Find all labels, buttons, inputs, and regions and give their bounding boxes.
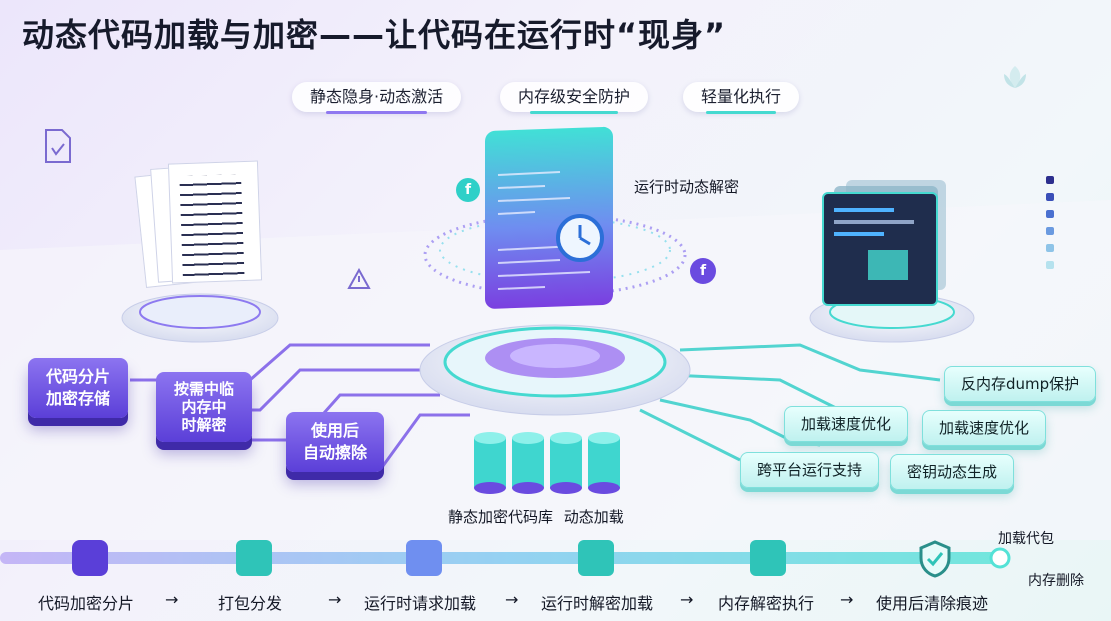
flow-arrow: →: [680, 590, 694, 609]
leaf-logo-icon: [1004, 66, 1026, 88]
db-label: 静态加密代码库 动态加载: [448, 506, 624, 527]
database-icon: [474, 432, 620, 494]
request-icon: [406, 540, 442, 576]
flow-step-1: 代码加密分片: [38, 594, 135, 613]
end-label-bottom: 内存删除: [1028, 573, 1084, 589]
flow-step-2: 打包分发: [218, 594, 283, 613]
pill-memory-security: 内存级安全防护: [500, 82, 649, 114]
flow-arrow: →: [505, 590, 519, 609]
indicator-dot: [1046, 244, 1054, 252]
flow-step-4: 运行时解密加载: [541, 594, 654, 613]
pill-label: 内存级安全防护: [518, 87, 631, 106]
tag-dynamic-key: 密钥动态生成: [890, 454, 1015, 490]
indicator-dot: [1046, 193, 1054, 201]
code-window-icon: [822, 180, 957, 306]
pill-static-stealth: 静态隐身·动态激活: [292, 82, 462, 114]
document-icon: [45, 129, 71, 163]
indicator-dot: [1046, 227, 1054, 235]
flow-arrow: →: [840, 590, 854, 609]
flow-arrow: →: [165, 590, 179, 609]
end-label-top: 加载代包: [998, 531, 1054, 547]
indicator-dot: [1046, 210, 1054, 218]
warning-icon: [347, 268, 371, 289]
layers-icon: [72, 540, 108, 576]
tag-on-demand-decrypt: 按需中临 内存中 时解密: [156, 372, 252, 442]
unlock-package-icon: [578, 540, 614, 576]
tag-auto-erase: 使用后 自动擦除: [286, 412, 384, 472]
indicator-dot: [1046, 176, 1054, 184]
package-icon: [236, 540, 272, 576]
function-icon: f: [690, 258, 716, 284]
flow-step-3: 运行时请求加载: [364, 594, 477, 613]
flow-step-6: 使用后清除痕迹: [876, 594, 989, 613]
tag-load-speed-2: 加载速度优化: [922, 410, 1047, 446]
flow-arrow: →: [328, 590, 342, 609]
pill-label: 静态隐身·动态激活: [310, 87, 444, 106]
indicator-dot: [1046, 261, 1054, 269]
db-label-text: 静态加密代码库: [448, 508, 554, 526]
db-label-text-2: 动态加载: [563, 508, 624, 526]
document-stack-icon: [134, 160, 270, 300]
pill-label: 轻量化执行: [701, 87, 782, 106]
memory-exec-icon: [750, 540, 786, 576]
function-icon: f: [456, 178, 480, 202]
shield-check-icon: [919, 540, 951, 578]
tag-load-speed: 加载速度优化: [784, 406, 909, 442]
tag-shard-encrypt: 代码分片 加密存储: [28, 358, 128, 418]
pill-lightweight: 轻量化执行: [683, 82, 800, 114]
tag-cross-platform: 跨平台运行支持: [740, 452, 880, 488]
runtime-decrypt-label: 运行时动态解密: [634, 178, 740, 196]
flow-step-5: 内存解密执行: [718, 594, 815, 613]
tag-anti-dump: 反内存dump保护: [944, 366, 1097, 402]
page-title: 动态代码加载与加密——让代码在运行时“现身”: [22, 16, 727, 54]
